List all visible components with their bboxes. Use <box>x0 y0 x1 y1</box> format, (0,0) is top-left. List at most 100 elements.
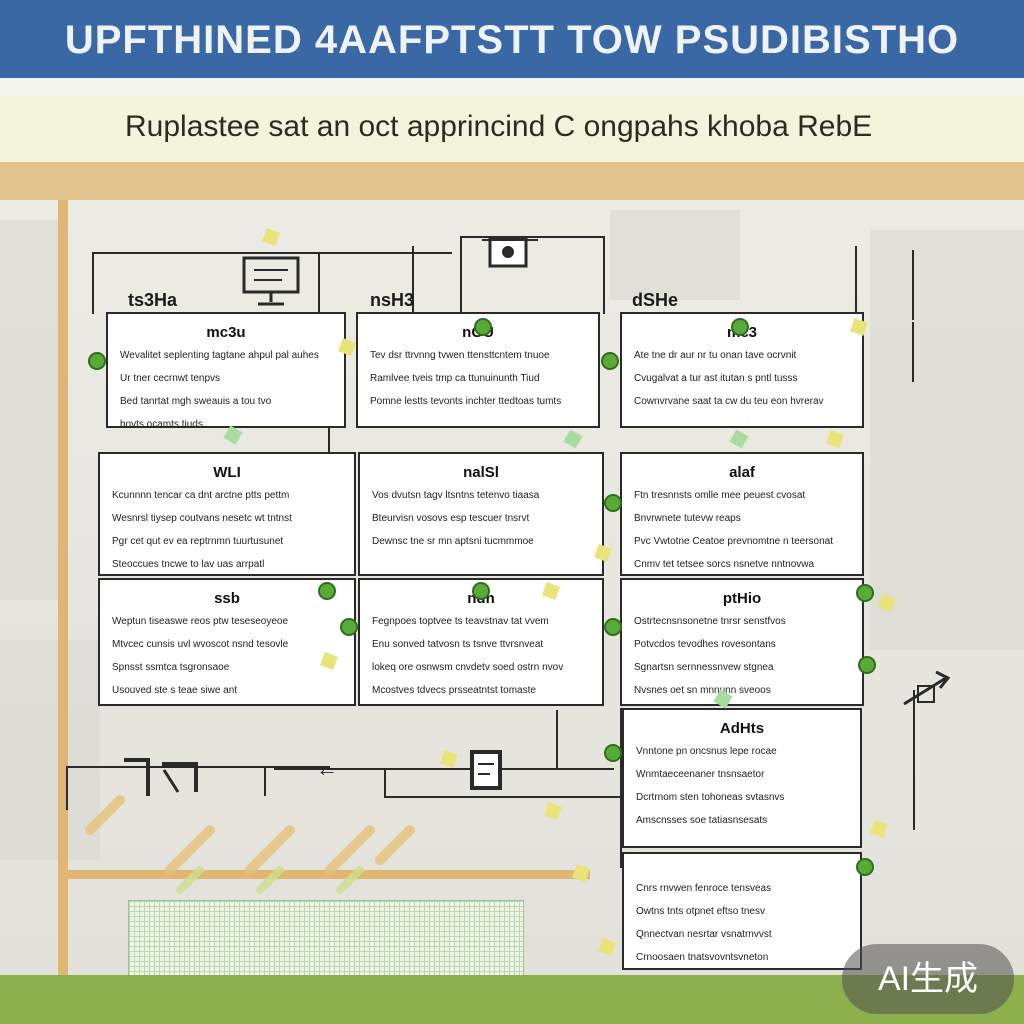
card-text: Vos dvutsn tagv ltsntns tetenvo tiaasa <box>372 490 540 501</box>
column-heading: ts3Ha <box>128 290 178 310</box>
node-dot <box>601 352 619 370</box>
card-text: lokeq ore osnwsm cnvdetv soed ostrn nvov <box>372 662 564 673</box>
arrow-junction-icon <box>903 670 951 706</box>
card-text: Dcrtrnom sten tohoneas svtasnvs <box>636 792 785 803</box>
info-card: nalSl Vos dvutsn tagv ltsntns tetenvo ti… <box>358 452 604 576</box>
connector-line <box>384 796 620 798</box>
card-text: Mtvcec cunsis uvl wvoscot nsnd tesovle <box>112 639 289 650</box>
backdrop-building <box>870 230 1024 650</box>
card-text: Usouved ste s teae siwe ant <box>112 685 238 696</box>
backdrop-building <box>610 210 740 300</box>
connector-line <box>328 428 330 456</box>
card-text: Sgnartsn sernnessnvew stgnea <box>634 662 774 673</box>
card-text: Potvcdos tevodhes rovesontans <box>634 639 776 650</box>
card-text: Kcunnnn tencar ca dnt arctne ptts pettm <box>112 490 290 501</box>
info-card: WLI Kcunnnn tencar ca dnt arctne ptts pe… <box>98 452 356 576</box>
node-dot <box>472 582 490 600</box>
card-text: Cnrs rnvwen fenroce tensveas <box>636 883 772 894</box>
card-text: Amscnsses soe tatiasnsesats <box>636 815 768 826</box>
connector-line <box>66 766 68 810</box>
card-text: Tev dsr ttrvnng tvwen ttensttcntem tnuoe <box>370 350 550 361</box>
connector-line <box>274 768 614 770</box>
card-text: Crnoosaen tnatsvovntsvneton <box>636 952 769 963</box>
connector-line <box>912 322 914 382</box>
node-dot <box>474 318 492 336</box>
grid-swatch <box>128 900 524 982</box>
info-card: AdHts Vnntone pn oncsnus lepe rocae Wnmt… <box>622 708 862 848</box>
connector-line <box>460 236 462 312</box>
arrow-left-icon: ← <box>316 756 338 781</box>
connector-line <box>855 246 857 312</box>
page-subtitle: Ruplastee sat an oct apprincind C ongpah… <box>125 110 873 143</box>
column-heading: nsH3 <box>370 290 415 310</box>
connector-line <box>318 252 320 312</box>
device-icon <box>470 750 502 790</box>
card-text: Bnvrwnete tutevw reaps <box>634 513 741 524</box>
connector-line <box>556 710 558 770</box>
card-text: Qnnectvan nesrtar vsnatrnvvst <box>636 929 772 940</box>
card-text: Wesnrsl tiysep coutvans nesetc wt tntnst <box>112 513 292 524</box>
bottom-rail <box>60 870 590 879</box>
card-text: Ur tner cecrnwt tenpvs <box>120 373 221 384</box>
node-dot <box>604 744 622 762</box>
ai-generated-badge: AI生成 <box>842 944 1014 1014</box>
card-text: Wnmtaeceenaner tnsnsaetor <box>636 769 765 780</box>
card-text: Cownvrvane saat ta cw du teu eon hvrerav <box>634 396 824 407</box>
column-heading: dSHe <box>632 290 679 310</box>
title-bar <box>0 0 1024 78</box>
info-card: ssb Weptun tiseaswe reos ptw teseseoyeoe… <box>98 578 356 706</box>
card-text: bovts ocamts tiuds <box>120 419 203 428</box>
node-dot <box>858 656 876 674</box>
card-text: Ate tne dr aur nr tu onan tave ocrvnit <box>634 350 797 361</box>
signpost-icon <box>124 758 198 796</box>
node-dot <box>856 584 874 602</box>
card-text: Cnmv tet tetsee sorcs nsnetve nntnovwa <box>634 559 815 570</box>
backdrop-building <box>0 640 100 860</box>
card-text: Steoccues tncwe to lav uas arrpatl <box>112 559 265 570</box>
info-card: Cnrs rnvwen fenroce tensveas Owtns tnts … <box>622 852 862 970</box>
card-title: mc3u <box>206 324 246 341</box>
card-title: AdHts <box>719 720 765 737</box>
connector-line <box>412 246 414 312</box>
decorative-strokes <box>85 795 415 894</box>
card-text: Pvc Vwtotne Ceatoe prevnomtne n teersona… <box>634 536 834 547</box>
card-text: Pgr cet qut ev ea reptrnmn tuurtusunet <box>112 536 284 547</box>
card-text: Mcostves tdvecs prsseatntst tomaste <box>372 685 536 696</box>
left-rail <box>58 200 68 980</box>
connector-line <box>264 766 266 796</box>
card-title: alaf <box>729 464 755 481</box>
connector-line <box>92 252 94 314</box>
info-card: ptHio Ostrtecnsnsonetne tnrsr senstfvos … <box>620 578 864 706</box>
card-text: Ftn tresnnsts omlle mee peuest cvosat <box>634 490 806 501</box>
node-dot <box>731 318 749 336</box>
card-text: Owtns tnts otpnet eftso tnesv <box>636 906 765 917</box>
header-divider <box>0 78 1024 96</box>
card-text: Ostrtecnsnsonetne tnrsr senstfvos <box>634 616 786 627</box>
info-card: alaf Ftn tresnnsts omlle mee peuest cvos… <box>620 452 864 576</box>
card-text: Pomne lestts tevonts inchter ttedtoas tu… <box>370 396 562 407</box>
flag-icon <box>482 236 538 268</box>
connector-line <box>384 768 386 798</box>
card-text: Weptun tiseaswe reos ptw teseseoyeoe <box>112 616 289 627</box>
backdrop-building <box>0 220 60 600</box>
card-text: Fegnpoes toptvee ts teavstnav tat vvem <box>372 616 549 627</box>
connector-line <box>912 250 914 320</box>
card-text: Ramlvee tveis tmp ca ttunuinunth Tiud <box>370 373 540 384</box>
connector-line <box>620 708 622 868</box>
card-text: Bed tanrtat mgh sweauis a tou tvo <box>120 396 272 407</box>
card-text: Enu sonved tatvosn ts tsnve ttvrsnveat <box>372 639 544 650</box>
connector-line <box>603 236 605 314</box>
card-title: ptHio <box>722 590 762 607</box>
card-text: Bteurvisn vosovs esp tescuer tnsrvt <box>372 513 530 524</box>
card-text: Spnsst ssmtca tsgronsaoe <box>112 662 230 673</box>
node-dot <box>856 858 874 876</box>
connector-line <box>92 252 452 254</box>
node-dot <box>604 618 622 636</box>
node-dot <box>340 618 358 636</box>
card-title: ssb <box>214 590 240 607</box>
card-text: Nvsnes oet sn mnnunn sveoos <box>634 685 771 696</box>
connector-line <box>460 236 605 238</box>
subtitle-band <box>0 96 1024 162</box>
accent-band <box>0 162 1024 200</box>
card-text: Vnntone pn oncsnus lepe rocae <box>636 746 777 757</box>
